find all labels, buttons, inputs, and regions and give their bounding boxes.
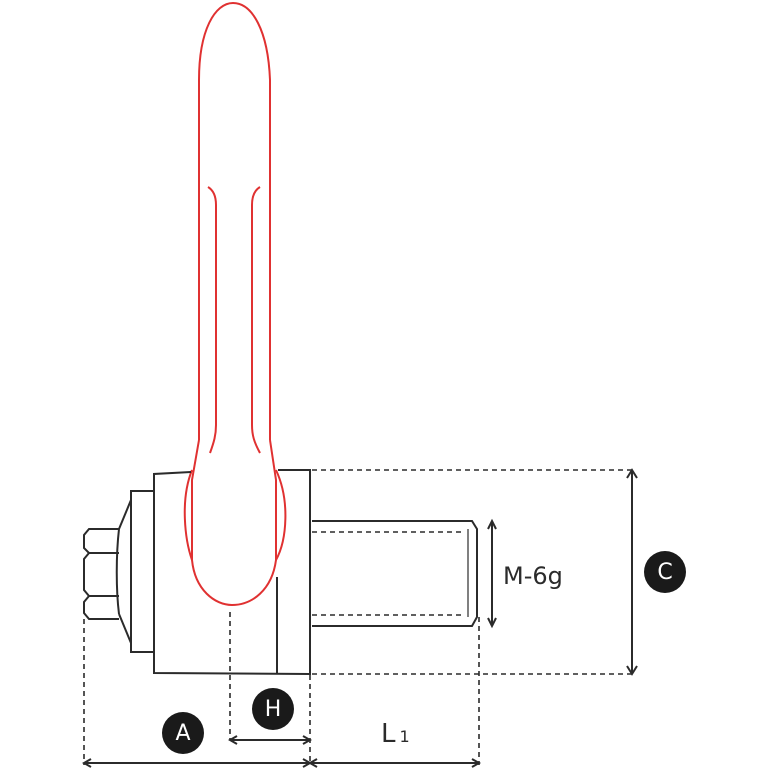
- length-label-sub: 1: [399, 727, 410, 746]
- thread-label: M-6g: [503, 562, 563, 590]
- housing: [83, 469, 311, 676]
- badge-c: C: [644, 551, 686, 593]
- badge-a: A: [162, 712, 204, 754]
- length-label-main: L: [381, 719, 396, 749]
- lifting-ring: [183, 1, 287, 607]
- badge-a-text: A: [175, 720, 191, 746]
- threaded-bolt: [312, 520, 478, 627]
- badge-h: H: [252, 688, 294, 730]
- badge-h-text: H: [264, 696, 282, 722]
- badge-c-text: C: [657, 559, 673, 585]
- dimension-arrows: [81, 468, 638, 768]
